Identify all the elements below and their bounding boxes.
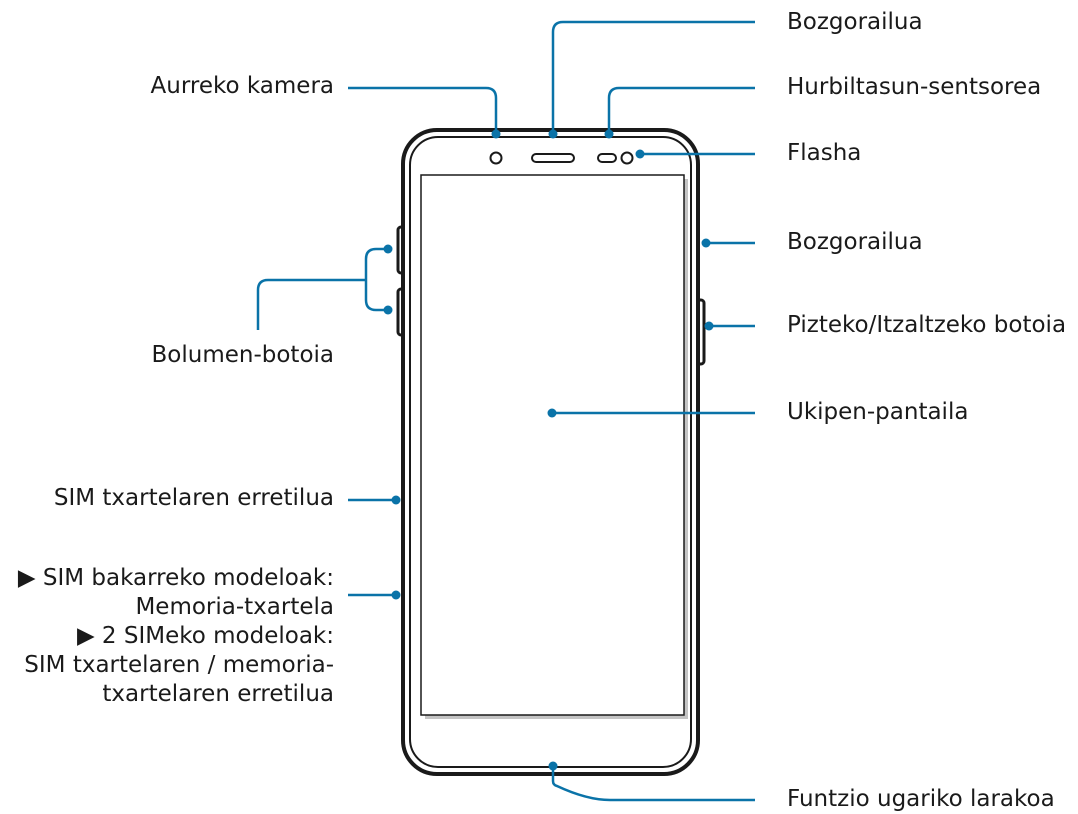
- leader-proximity: [607, 86, 755, 134]
- touch-screen: [420, 174, 685, 716]
- front-camera-icon: [489, 151, 503, 165]
- label-touch-screen: Ukipen-pantaila: [787, 399, 969, 425]
- label-single-sim-title: ▶ SIM bakarreko modeloak:: [17, 565, 334, 591]
- dot-volume-up: [383, 244, 393, 254]
- label-dual-sim-desc-2: txartelaren erretilua: [102, 681, 334, 707]
- dot-speaker-top: [548, 129, 558, 139]
- label-multipurpose-jack: Funtzio ugariko larakoa: [787, 786, 1055, 812]
- label-power-button: Pizteko/Itzaltzeko botoia: [787, 312, 1067, 338]
- label-proximity-sensor: Hurbiltasun-sentsorea: [787, 74, 1042, 100]
- dot-flash: [635, 149, 645, 159]
- label-sim-tray: SIM txartelaren erretilua: [53, 485, 334, 511]
- earpiece-speaker-icon: [531, 153, 575, 163]
- dot-speaker-side: [701, 238, 711, 248]
- dot-touch-screen: [547, 408, 557, 418]
- dot-front-camera: [491, 129, 501, 139]
- label-single-sim-desc: Memoria-txartela: [135, 594, 334, 620]
- label-dual-sim-title: ▶ 2 SIMeko modeloak:: [76, 623, 334, 649]
- label-front-camera: Aurreko kamera: [150, 73, 334, 99]
- leader-front-camera: [348, 86, 498, 134]
- leader-jack: [551, 770, 755, 802]
- leader-volume: [256, 278, 366, 330]
- dot-power: [704, 321, 714, 331]
- leader-volume-bracket: [364, 247, 388, 312]
- label-card-tray-group: ▶ SIM bakarreko modeloak: Memoria-txarte…: [18, 564, 334, 709]
- label-speaker-side: Bozgorailua: [787, 229, 923, 255]
- proximity-sensor-icon: [597, 153, 617, 163]
- label-speaker-top: Bozgorailua: [787, 9, 923, 35]
- dot-jack: [548, 761, 558, 771]
- label-dual-sim-desc-1: SIM txartelaren / memoria-: [24, 652, 334, 678]
- dot-volume-down: [383, 305, 393, 315]
- dot-proximity: [604, 129, 614, 139]
- label-volume-button: Bolumen-botoia: [151, 342, 335, 368]
- dot-memory-tray: [391, 590, 401, 600]
- dot-sim-tray: [391, 495, 401, 505]
- leader-speaker-top: [551, 20, 755, 134]
- flash-icon: [620, 151, 634, 165]
- label-flash: Flasha: [787, 140, 862, 166]
